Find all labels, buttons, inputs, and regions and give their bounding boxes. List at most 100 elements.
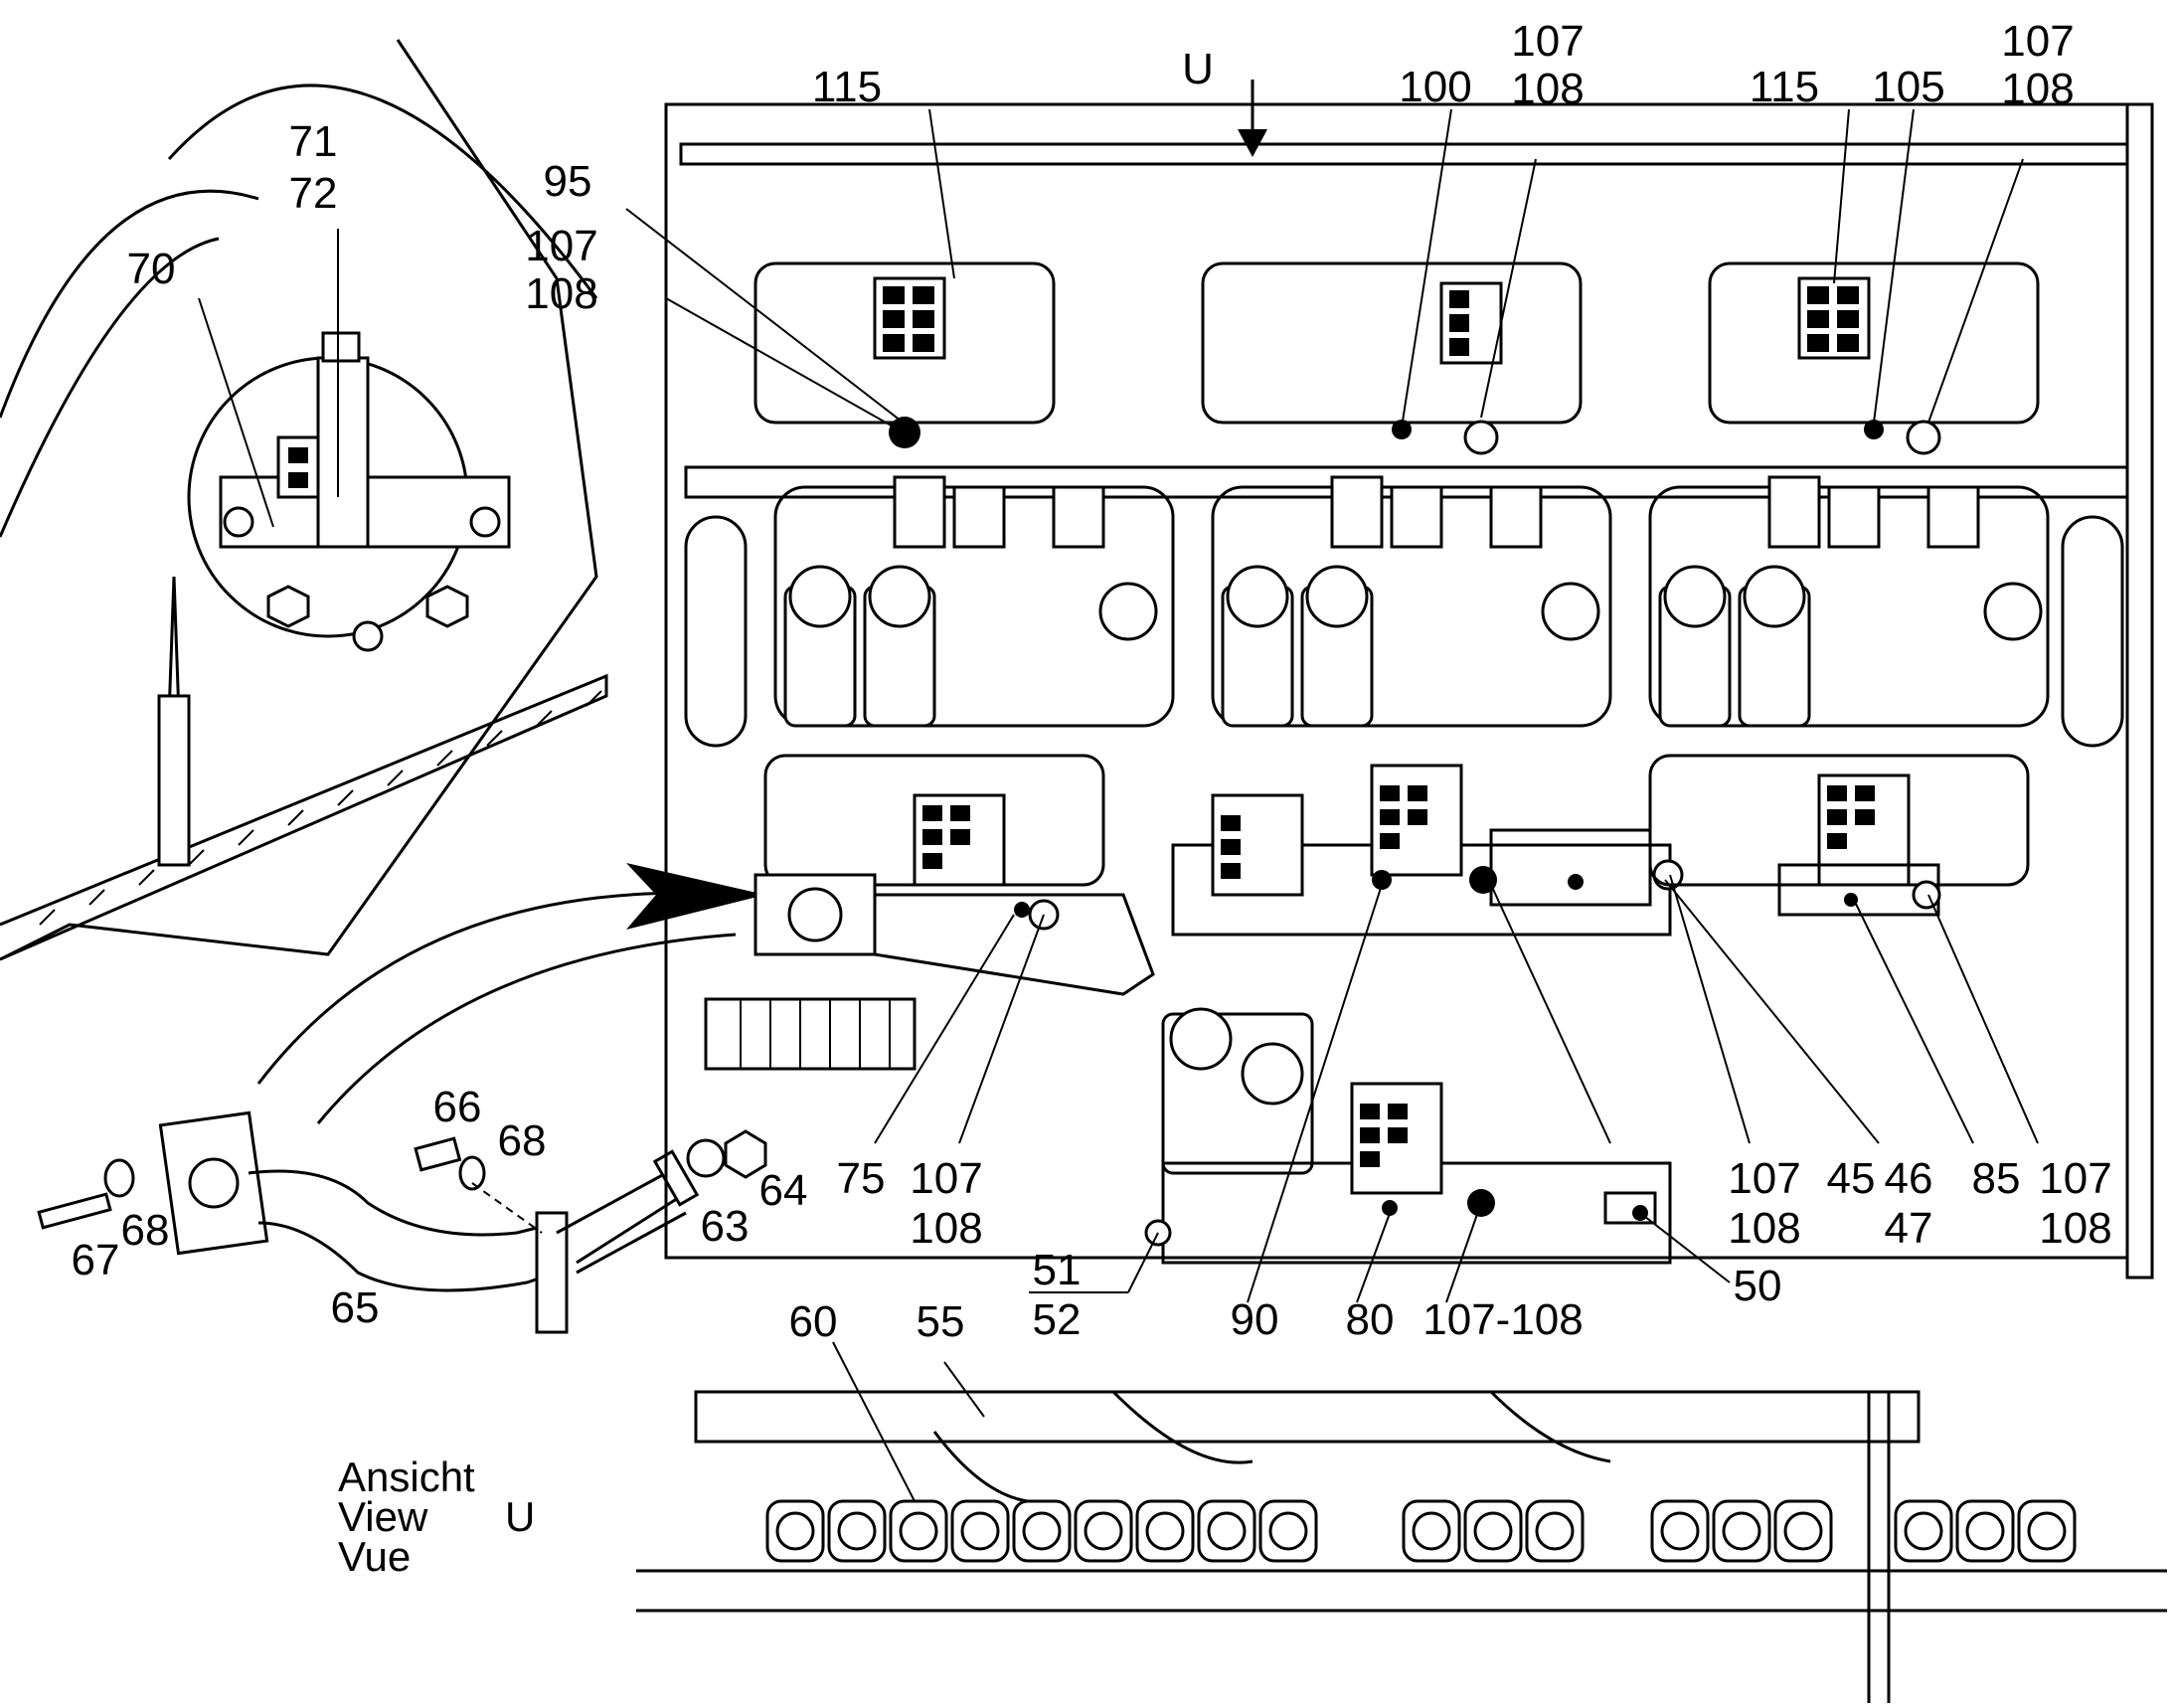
flange-port [775, 1511, 815, 1551]
leader-lines [198, 108, 2039, 1502]
callout-107-upper-left: 107 [525, 222, 597, 270]
callout-68-upper: 68 [498, 1116, 547, 1165]
view-caption-de: Ansicht [338, 1453, 475, 1500]
filter-bank-left [773, 475, 1175, 728]
callout-63: 63 [701, 1202, 750, 1251]
flange-port [1268, 1511, 1308, 1551]
callout-75: 75 [837, 1154, 886, 1203]
callout-55: 55 [917, 1297, 965, 1346]
flange-block [1258, 1499, 1318, 1563]
flange-port [1473, 1511, 1513, 1551]
flange-block [1135, 1499, 1195, 1563]
flange-port [1660, 1511, 1700, 1551]
flange-port [1965, 1511, 2005, 1551]
detail-inset [0, 39, 765, 1124]
callout-108-top-center: 108 [1511, 65, 1584, 113]
flange-port [1145, 1511, 1185, 1551]
flange-block [1197, 1499, 1256, 1563]
flange-block [1712, 1499, 1771, 1563]
view-caption-letter: U [505, 1493, 535, 1540]
top-manifold-center [1201, 261, 1583, 455]
flange-port [899, 1511, 938, 1551]
callout-80: 80 [1346, 1295, 1395, 1344]
filter-bank-center [1211, 475, 1612, 728]
callout-95: 95 [544, 157, 592, 206]
callout-105: 105 [1872, 63, 1944, 111]
callout-108-top-right: 108 [2001, 65, 2074, 113]
flange-block [765, 1499, 825, 1563]
flange-block [950, 1499, 1010, 1563]
callout-72: 72 [289, 169, 338, 218]
view-caption-fr: Vue [338, 1533, 411, 1580]
down-arrow-icon [1238, 129, 1267, 157]
callout-107-mid-right: 107 [1728, 1154, 1800, 1203]
view-u-beam [694, 1390, 1921, 1444]
flange-port [1084, 1511, 1123, 1551]
callout-71: 71 [289, 117, 338, 166]
callout-67: 67 [72, 1236, 120, 1284]
callout-66: 66 [433, 1083, 482, 1131]
flange-block [2017, 1499, 2077, 1563]
callout-100: 100 [1399, 63, 1471, 111]
callout-85: 85 [1972, 1154, 2021, 1203]
view-u-drawing [636, 1390, 2167, 1703]
flange-port [1207, 1511, 1247, 1551]
callout-107-108-lower: 107-108 [1422, 1295, 1583, 1344]
flange-port [1783, 1511, 1823, 1551]
callout-108-mid-left: 108 [910, 1204, 982, 1253]
view-caption-en: View [338, 1493, 428, 1540]
top-manifold-right [1708, 261, 2040, 455]
callout-115-right: 115 [1750, 63, 1819, 111]
callout-107-mid-left: 107 [910, 1154, 982, 1203]
flange-block [1074, 1499, 1133, 1563]
callout-107-far-right: 107 [2039, 1154, 2111, 1203]
flange-port [1535, 1511, 1575, 1551]
filter-bank-right [1648, 475, 2050, 728]
detail-sensor-block [316, 356, 370, 549]
callout-52: 52 [1033, 1295, 1082, 1344]
callout-90: 90 [1231, 1295, 1279, 1344]
callout-68-lower: 68 [121, 1206, 170, 1255]
flange-block [1402, 1499, 1461, 1563]
flange-port [1722, 1511, 1761, 1551]
flange-block [1894, 1499, 1953, 1563]
callout-70: 70 [127, 245, 176, 293]
top-manifold-left [753, 261, 1056, 448]
flange-port [2027, 1511, 2067, 1551]
callout-64: 64 [759, 1166, 808, 1215]
callout-108-mid-right: 108 [1728, 1204, 1800, 1253]
flange-block [827, 1499, 887, 1563]
valve-stack-left [704, 997, 917, 1071]
accumulator-right [2061, 515, 2124, 748]
callout-47: 47 [1885, 1204, 1933, 1253]
view-u-flanges [765, 1499, 2077, 1563]
callout-labels: U 115 100 107 108 115 105 107 108 95 107… [72, 17, 2112, 1580]
callout-107-top-right: 107 [2001, 17, 2074, 66]
callout-107-top-center: 107 [1511, 17, 1584, 66]
view-arrow-icon [626, 863, 765, 930]
flange-block [1012, 1499, 1072, 1563]
callout-51: 51 [1033, 1246, 1082, 1294]
flange-port [1412, 1511, 1451, 1551]
callout-50: 50 [1734, 1262, 1782, 1310]
flange-port [1022, 1511, 1062, 1551]
flange-block [1955, 1499, 2015, 1563]
callout-60: 60 [789, 1297, 838, 1346]
callout-65: 65 [331, 1283, 380, 1332]
main-frame [664, 80, 2154, 1280]
view-marker-letter: U [1182, 45, 1214, 93]
flange-port [960, 1511, 1000, 1551]
callout-46: 46 [1885, 1154, 1933, 1203]
callout-108-upper-left: 108 [525, 269, 597, 318]
flange-block [1463, 1499, 1523, 1563]
flange-port [1904, 1511, 1943, 1551]
callout-115-left: 115 [812, 63, 882, 111]
flange-block [1773, 1499, 1833, 1563]
callout-45: 45 [1827, 1154, 1876, 1203]
accumulator-left [684, 515, 748, 748]
flange-port [837, 1511, 877, 1551]
flange-block [1525, 1499, 1585, 1563]
flange-block [1650, 1499, 1710, 1563]
